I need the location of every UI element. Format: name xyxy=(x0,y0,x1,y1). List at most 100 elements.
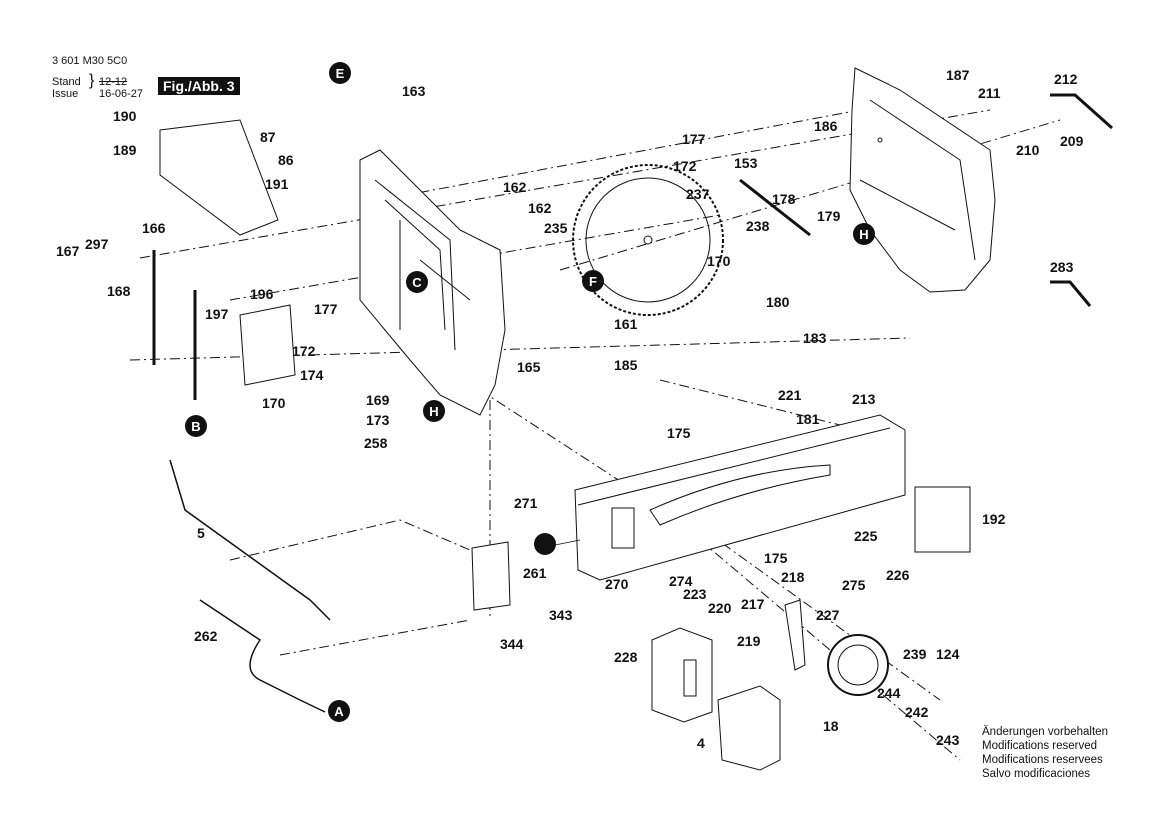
part-label: 169 xyxy=(366,392,390,408)
part-label: 235 xyxy=(544,220,568,236)
note-fr: Modifications reservees xyxy=(982,754,1103,766)
part-label: 178 xyxy=(772,191,796,207)
part-label: 238 xyxy=(746,218,770,234)
callout-markers: E C F H H B A xyxy=(185,62,875,722)
part-label: 153 xyxy=(734,155,758,171)
part-label: 86 xyxy=(278,152,294,168)
lock-lever xyxy=(784,599,806,671)
dust-chute xyxy=(159,119,279,236)
part-label: 173 xyxy=(366,412,390,428)
part-label: 5 xyxy=(197,525,205,541)
leader-lines xyxy=(554,539,581,546)
note-de: Änderungen vorbehalten xyxy=(982,726,1108,738)
part-label: 183 xyxy=(803,330,827,346)
part-label: 258 xyxy=(364,435,388,451)
part-label: 162 xyxy=(528,200,552,216)
part-label: 244 xyxy=(877,685,901,701)
guard-plate xyxy=(239,304,296,386)
callout-label: C xyxy=(412,275,422,290)
part-label: 162 xyxy=(503,179,527,195)
part-label: 196 xyxy=(250,286,274,302)
part-label: 343 xyxy=(549,607,573,623)
part-label: 192 xyxy=(982,511,1006,527)
part-label: 18 xyxy=(823,718,839,734)
callout-label: A xyxy=(334,704,344,719)
part-label: 175 xyxy=(667,425,691,441)
stand-label: Stand xyxy=(52,76,81,88)
part-label: 271 xyxy=(514,495,538,511)
part-label: 168 xyxy=(107,283,131,299)
part-label: 189 xyxy=(113,142,137,158)
part-label: 270 xyxy=(605,576,629,592)
part-label: 185 xyxy=(614,357,638,373)
part-label: 239 xyxy=(903,646,927,662)
part-label: 275 xyxy=(842,577,866,593)
table-rail xyxy=(574,414,906,581)
issue-label: Issue xyxy=(52,88,79,100)
part-label: 261 xyxy=(523,565,547,581)
part-label: 228 xyxy=(614,649,638,665)
note-es: Salvo modificaciones xyxy=(982,768,1091,780)
part-label: 197 xyxy=(205,306,229,322)
switch-box xyxy=(651,627,713,723)
note-en: Modifications reserved xyxy=(982,740,1098,752)
part-label: 161 xyxy=(614,316,638,332)
spindle xyxy=(739,178,811,237)
motor-housing xyxy=(359,149,506,416)
part-label: 172 xyxy=(292,343,316,359)
part-label: 190 xyxy=(113,108,137,124)
part-labels: 187 212 211 163 190 177 153 186 210 209 … xyxy=(56,67,1084,751)
part-label: 180 xyxy=(766,294,790,310)
part-label: 220 xyxy=(708,600,732,616)
part-label: 227 xyxy=(816,607,840,623)
part-label: 243 xyxy=(936,732,960,748)
part-label: 212 xyxy=(1054,71,1078,87)
stand-value: 12-12 xyxy=(99,76,128,88)
part-label: 242 xyxy=(905,704,929,720)
part-label: 344 xyxy=(500,636,524,652)
part-label: 219 xyxy=(737,633,761,649)
callout-label: H xyxy=(859,227,868,242)
figure-label: Fig./Abb. 3 xyxy=(158,77,240,95)
part-label: 223 xyxy=(683,586,707,602)
part-label: 237 xyxy=(686,186,710,202)
part-label: 297 xyxy=(85,236,109,252)
issue-value: 16-06-27 xyxy=(99,88,144,100)
saw-blade xyxy=(572,164,724,316)
part-label: 211 xyxy=(978,85,1001,101)
part-label: 174 xyxy=(300,367,324,383)
brace: } xyxy=(89,72,95,89)
part-label: 213 xyxy=(852,391,876,407)
callout-label: B xyxy=(191,419,200,434)
part-label: 87 xyxy=(260,129,276,145)
part-label: 4 xyxy=(697,735,705,751)
part-label: 181 xyxy=(796,411,820,427)
part-label: 218 xyxy=(781,569,805,585)
motor-cable xyxy=(199,599,326,713)
hex-key-283 xyxy=(1050,280,1092,307)
callout-label: E xyxy=(336,66,345,81)
part-label: 210 xyxy=(1016,142,1040,158)
part-label: 124 xyxy=(936,646,960,662)
part-label: 217 xyxy=(741,596,765,612)
blade-guard xyxy=(849,67,996,293)
power-cord xyxy=(169,459,331,621)
callout-label: H xyxy=(429,404,438,419)
part-label: 225 xyxy=(854,528,878,544)
part-label: 172 xyxy=(673,158,697,174)
cable-bracket xyxy=(471,541,511,611)
unlabeled-callout xyxy=(534,533,556,555)
part-label: 167 xyxy=(56,243,80,259)
part-label: 179 xyxy=(817,208,841,224)
label-plate xyxy=(914,486,971,553)
switch-mount xyxy=(717,685,781,771)
part-label: 262 xyxy=(194,628,218,644)
part-label: 177 xyxy=(314,301,338,317)
part-label: 166 xyxy=(142,220,166,236)
part-label: 170 xyxy=(707,253,731,269)
height-knob xyxy=(827,634,889,696)
part-label: 170 xyxy=(262,395,286,411)
part-label: 187 xyxy=(946,67,970,83)
part-label: 186 xyxy=(814,118,838,134)
